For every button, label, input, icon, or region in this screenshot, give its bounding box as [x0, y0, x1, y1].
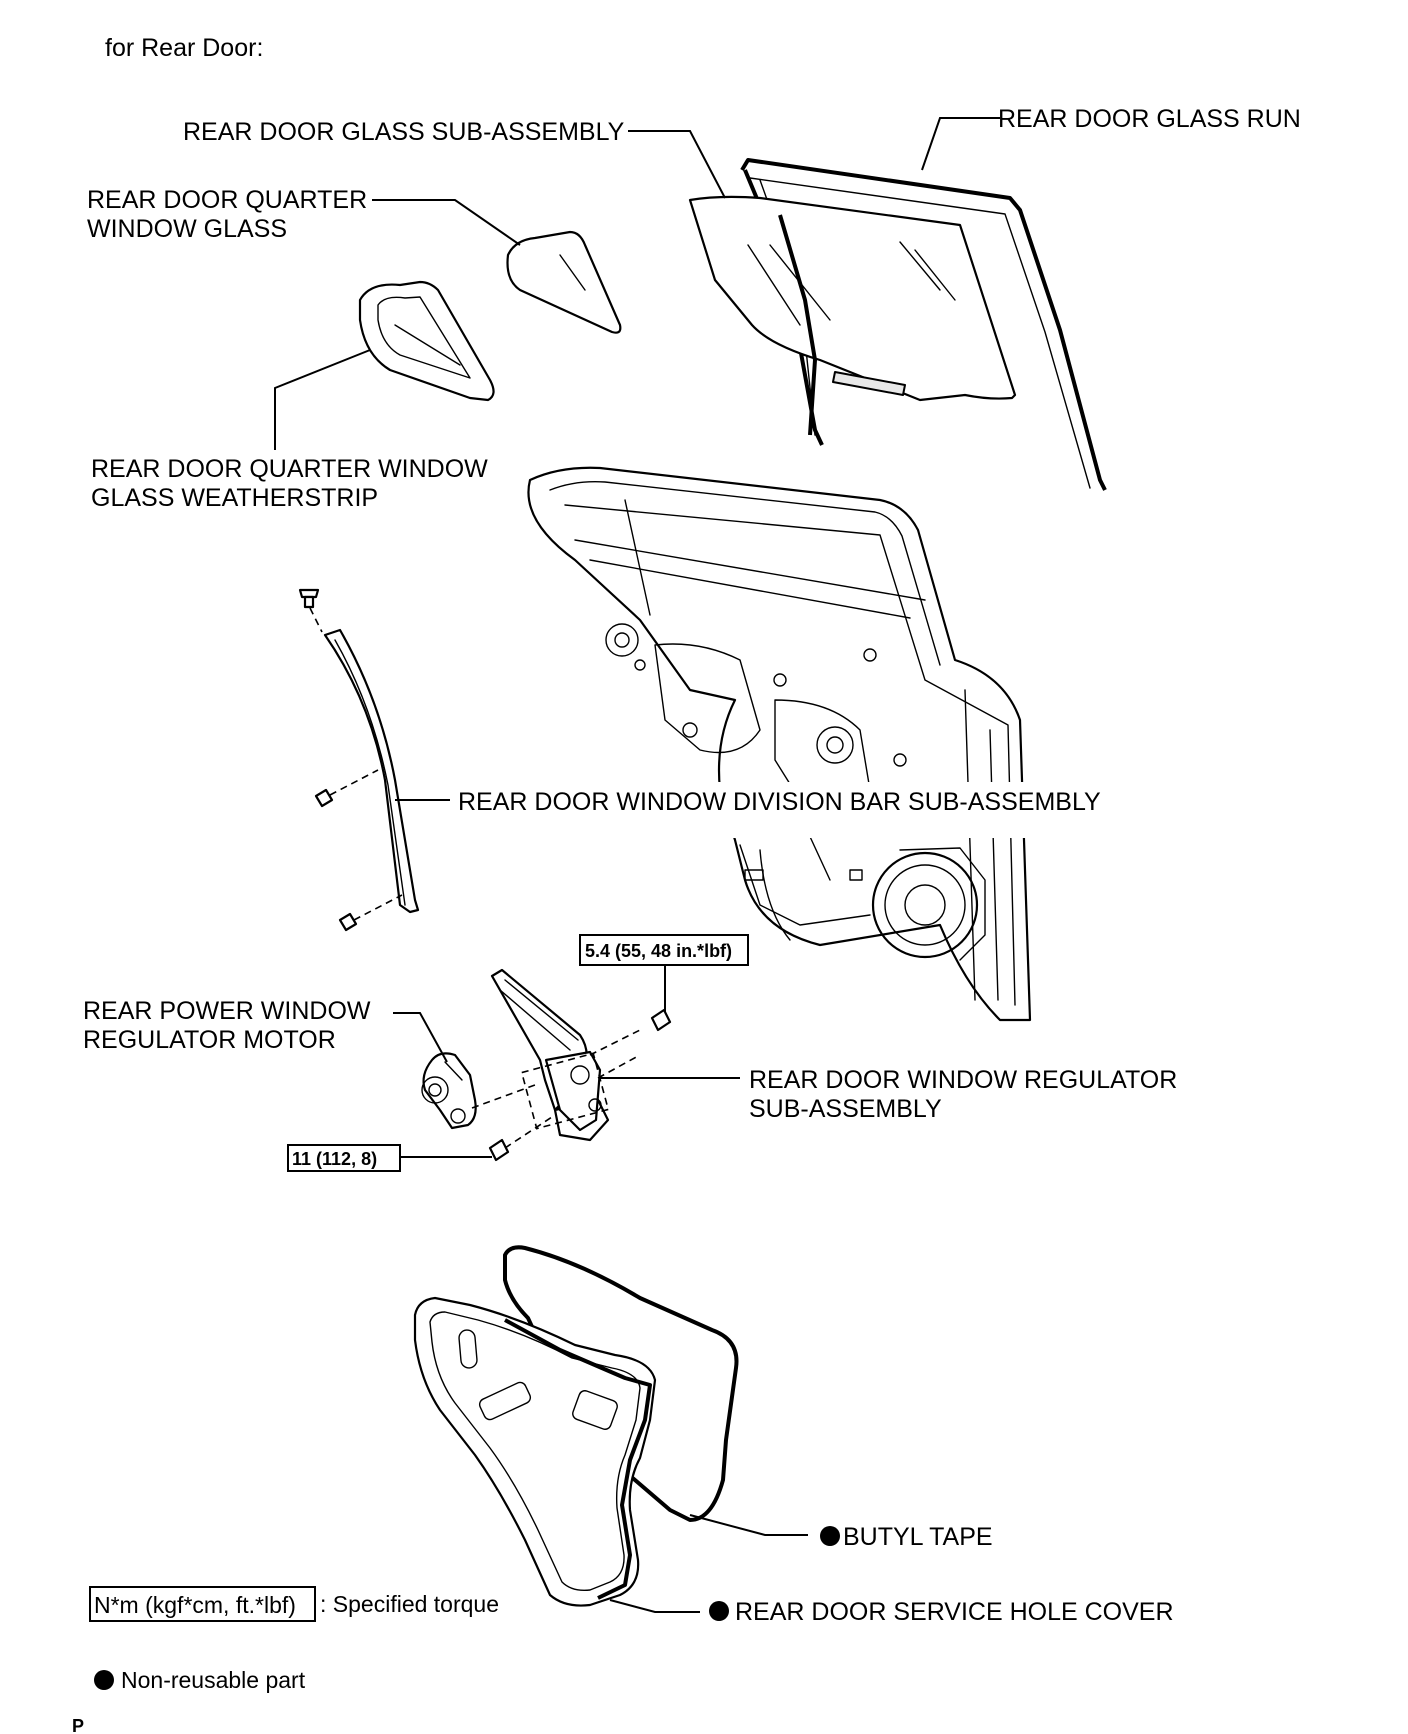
label-motor-line2: REGULATOR MOTOR	[83, 1026, 336, 1054]
legend-nonreusable-text: Non-reusable part	[121, 1667, 306, 1693]
legend-torque-text: : Specified torque	[320, 1591, 499, 1617]
label-motor-line1: REAR POWER WINDOW	[83, 997, 371, 1025]
label-service-hole-cover: REAR DOOR SERVICE HOLE COVER	[735, 1598, 1174, 1626]
torque-value-motor: 11 (112, 8)	[292, 1149, 377, 1169]
footer-code: P	[72, 1716, 84, 1734]
division-bar-illustration	[298, 588, 420, 932]
leader-quarter-weatherstrip	[274, 349, 371, 450]
label-background	[450, 782, 1100, 838]
label-regulator-line2: SUB-ASSEMBLY	[749, 1095, 942, 1123]
legend-nonreusable-marker	[94, 1670, 114, 1690]
label-quarter-weatherstrip-line1: REAR DOOR QUARTER WINDOW	[91, 455, 488, 483]
leader-motor	[393, 1012, 448, 1063]
torque-box-motor	[287, 1144, 401, 1172]
label-butyl-tape: BUTYL TAPE	[843, 1523, 993, 1551]
legend-torque-box	[89, 1586, 316, 1622]
nonreusable-marker-cover	[709, 1601, 729, 1621]
regulator-motor-illustration	[421, 1052, 556, 1162]
label-glass-sub-assembly: REAR DOOR GLASS SUB-ASSEMBLY	[183, 118, 625, 146]
leader-glass-run	[921, 117, 1000, 171]
quarter-window-glass-illustration	[506, 230, 622, 334]
label-regulator-line1: REAR DOOR WINDOW REGULATOR	[749, 1066, 1177, 1094]
leader-service-hole-cover	[609, 1599, 700, 1613]
page-title: for Rear Door:	[105, 34, 263, 62]
label-quarter-glass-line2: WINDOW GLASS	[87, 215, 287, 243]
label-quarter-weatherstrip-line2: GLASS WEATHERSTRIP	[91, 484, 378, 512]
window-regulator-illustration	[490, 968, 672, 1142]
rear-door-panel-illustration	[527, 466, 1032, 1022]
legend-torque-units: N*m (kgf*cm, ft.*lbf)	[94, 1592, 296, 1618]
torque-value-regulator: 5.4 (55, 48 in.*lbf)	[585, 941, 732, 961]
leader-butyl-tape	[689, 1514, 808, 1536]
leader-quarter-glass	[372, 199, 521, 246]
door-glass-illustration	[688, 195, 1017, 436]
leader-glass-sub-assembly	[628, 130, 726, 199]
quarter-weatherstrip-illustration	[358, 280, 495, 402]
label-quarter-glass-line1: REAR DOOR QUARTER	[87, 186, 367, 214]
service-hole-cover-illustration	[413, 1245, 739, 1607]
label-glass-run: REAR DOOR GLASS RUN	[998, 105, 1301, 133]
label-division-bar: REAR DOOR WINDOW DIVISION BAR SUB-ASSEMB…	[458, 788, 1101, 816]
torque-box-regulator	[579, 934, 749, 966]
nonreusable-marker-butyl	[820, 1526, 840, 1546]
